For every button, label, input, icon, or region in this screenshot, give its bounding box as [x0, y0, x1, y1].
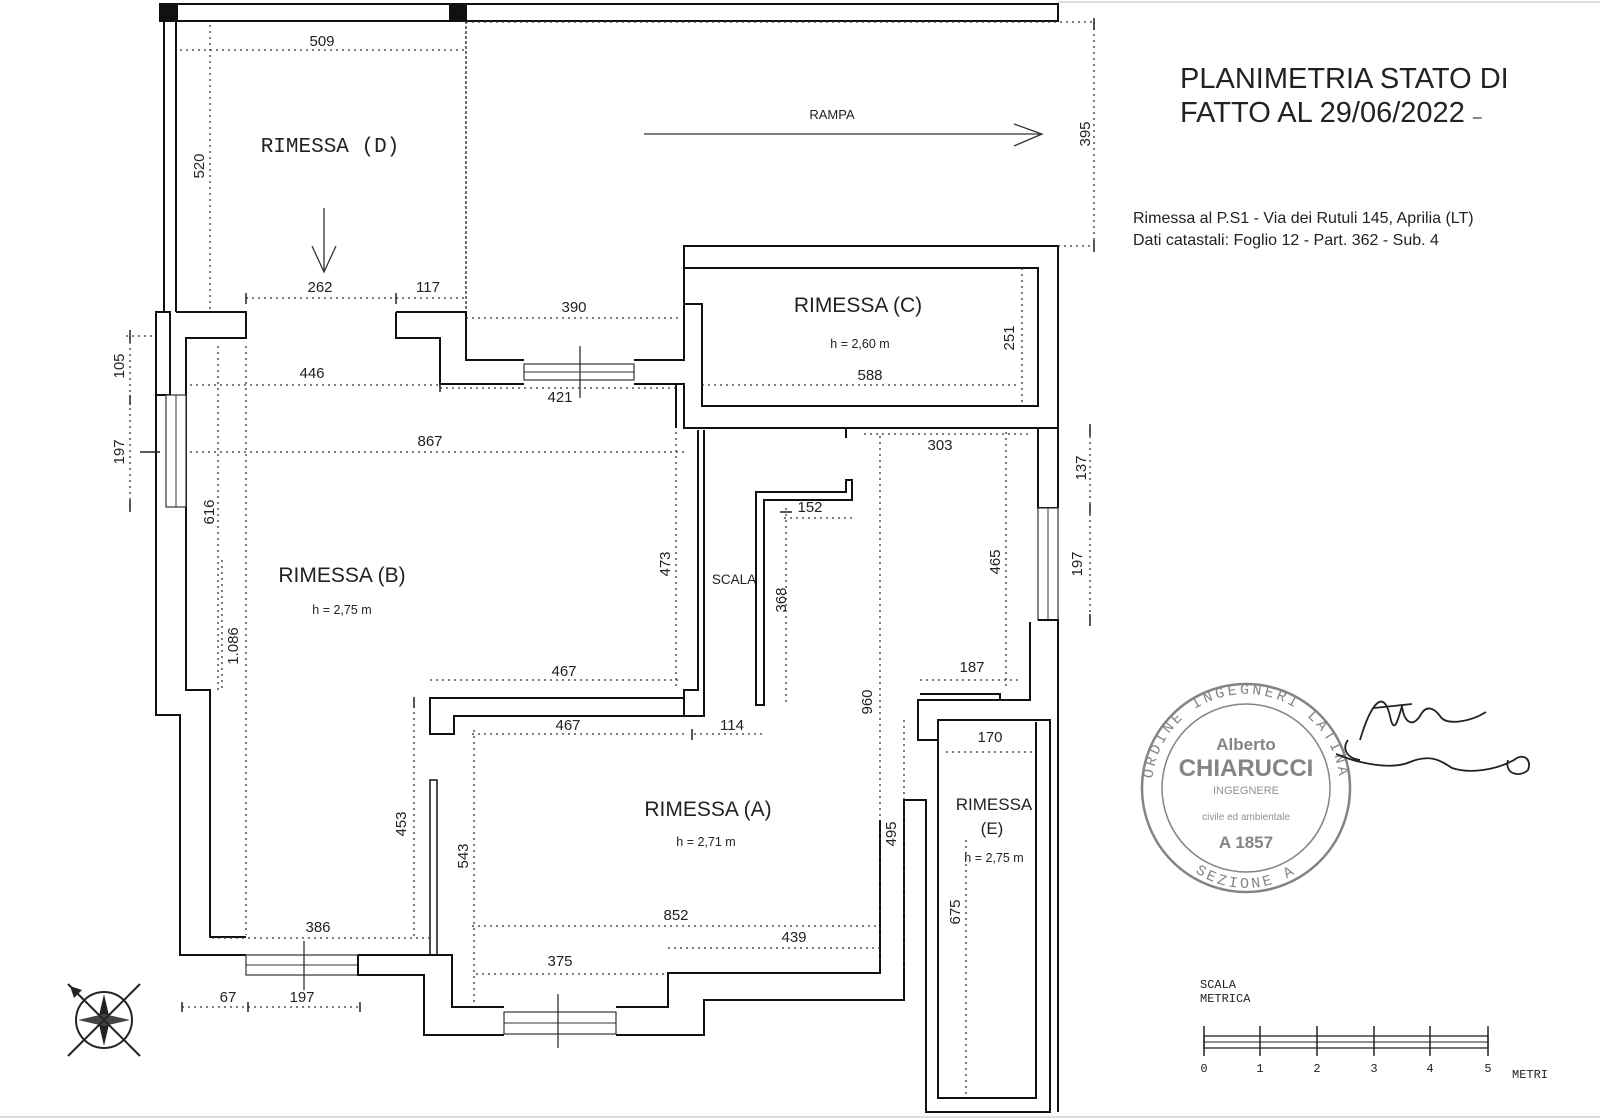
- scale-bar: SCALA METRICA 0 1 2 3 4 5 METRI: [1200, 978, 1548, 1082]
- room-label-e-line2: (E): [981, 819, 1004, 838]
- dim-187: 187: [959, 659, 984, 676]
- dim-960: 960: [859, 689, 876, 714]
- dim-465: 465: [987, 549, 1004, 574]
- dim-114: 114: [720, 717, 744, 734]
- dim-467-top: 467: [551, 663, 576, 680]
- dim-105: 105: [111, 353, 128, 378]
- dim-588: 588: [857, 367, 882, 384]
- signature-icon: [1335, 700, 1530, 775]
- engineer-stamp: ORDINE INGEGNERI LATINA SEZIONE A Albert…: [1140, 682, 1352, 894]
- dim-439: 439: [781, 929, 806, 946]
- dim-616: 616: [201, 499, 218, 524]
- dim-543: 543: [455, 843, 472, 868]
- dim-495: 495: [883, 821, 900, 846]
- dim-197-bottom: 197: [289, 989, 314, 1006]
- dim-852: 852: [663, 907, 688, 924]
- scale-tick-4: 4: [1426, 1062, 1433, 1076]
- room-label-a: RIMESSA (A): [644, 798, 771, 821]
- scale-tick-3: 3: [1370, 1062, 1377, 1076]
- stamp-last-name: CHIARUCCI: [1179, 755, 1314, 782]
- room-label-e-line1: RIMESSA: [956, 795, 1033, 814]
- dim-117: 117: [416, 279, 440, 296]
- dim-152: 152: [797, 499, 822, 516]
- stamp-ring-bottom: SEZIONE A: [1192, 862, 1299, 893]
- scale-tick-2: 2: [1313, 1062, 1320, 1076]
- room-height-e: h = 2,75 m: [964, 851, 1023, 865]
- dim-375: 375: [547, 953, 572, 970]
- dim-520: 520: [191, 153, 208, 178]
- dim-197-right: 197: [1069, 551, 1086, 576]
- dim-473: 473: [657, 551, 674, 576]
- room-label-b: RIMESSA (B): [278, 564, 405, 587]
- scale-label-1: SCALA: [1200, 978, 1237, 992]
- dim-386: 386: [305, 919, 330, 936]
- dimension-values: 509 262 117 390 446 421 588 867 303 152 …: [220, 33, 1003, 1006]
- compass-rose-icon: [67, 983, 141, 1057]
- rampa-arrow: [644, 123, 1044, 147]
- scale-unit: METRI: [1512, 1068, 1548, 1082]
- dimension-lines: [126, 21, 1095, 1098]
- dim-867: 867: [417, 433, 442, 450]
- title-line-1: PLANIMETRIA STATO DI: [1180, 63, 1509, 95]
- stamp-first-name: Alberto: [1216, 735, 1276, 754]
- scale-tick-5: 5: [1484, 1062, 1491, 1076]
- scala-label: SCALA: [712, 572, 756, 587]
- room-height-c: h = 2,60 m: [830, 337, 889, 351]
- dim-197-left: 197: [111, 439, 128, 464]
- dim-67: 67: [220, 989, 237, 1006]
- dim-303: 303: [927, 437, 952, 454]
- scale-label-2: METRICA: [1200, 992, 1251, 1006]
- stamp-field: civile ed ambientale: [1202, 812, 1290, 823]
- cadastral-data: Dati catastali: Foglio 12 - Part. 362 - …: [1133, 232, 1439, 249]
- entrance-arrow: [311, 208, 337, 274]
- dim-137: 137: [1073, 455, 1090, 480]
- dim-453: 453: [393, 811, 410, 836]
- drawing-title: PLANIMETRIA STATO DI FATTO AL 29/06/2022…: [1180, 62, 1580, 135]
- property-address: Rimessa al P.S1 - Via dei Rutuli 145, Ap…: [1133, 208, 1474, 252]
- dim-390: 390: [561, 299, 586, 316]
- stamp-profession: INGEGNERE: [1213, 785, 1279, 797]
- room-label-c: RIMESSA (C): [794, 294, 922, 317]
- rampa-label: RAMPA: [809, 107, 855, 122]
- room-height-b: h = 2,75 m: [312, 603, 371, 617]
- dimension-ticks: [129, 18, 1095, 1012]
- scale-tick-0: 0: [1200, 1062, 1207, 1076]
- dim-446: 446: [299, 365, 324, 382]
- room-label-d: RIMESSA (D): [261, 136, 400, 159]
- dim-467-bottom: 467: [555, 717, 580, 734]
- dim-170: 170: [977, 729, 1002, 746]
- dim-421: 421: [547, 389, 572, 406]
- dim-368: 368: [773, 587, 790, 612]
- stamp-number: A 1857: [1219, 833, 1273, 852]
- dim-509: 509: [309, 33, 334, 50]
- dimension-values-vertical: 520 395 105 197 251 137 616 473 368 465 …: [111, 121, 1094, 924]
- dim-1086: 1.086: [225, 627, 242, 665]
- dim-262: 262: [307, 279, 332, 296]
- dim-395: 395: [1077, 121, 1094, 146]
- building-walls: [155, 245, 1059, 1113]
- rimessa-d-walls: [163, 21, 467, 312]
- address-line: Rimessa al P.S1 - Via dei Rutuli 145, Ap…: [1133, 210, 1474, 227]
- room-height-a: h = 2,71 m: [676, 835, 735, 849]
- dim-675: 675: [947, 899, 964, 924]
- title-line-2: FATTO AL 29/06/2022 –: [1180, 97, 1482, 129]
- scale-tick-1: 1: [1256, 1062, 1263, 1076]
- dim-251: 251: [1001, 325, 1018, 350]
